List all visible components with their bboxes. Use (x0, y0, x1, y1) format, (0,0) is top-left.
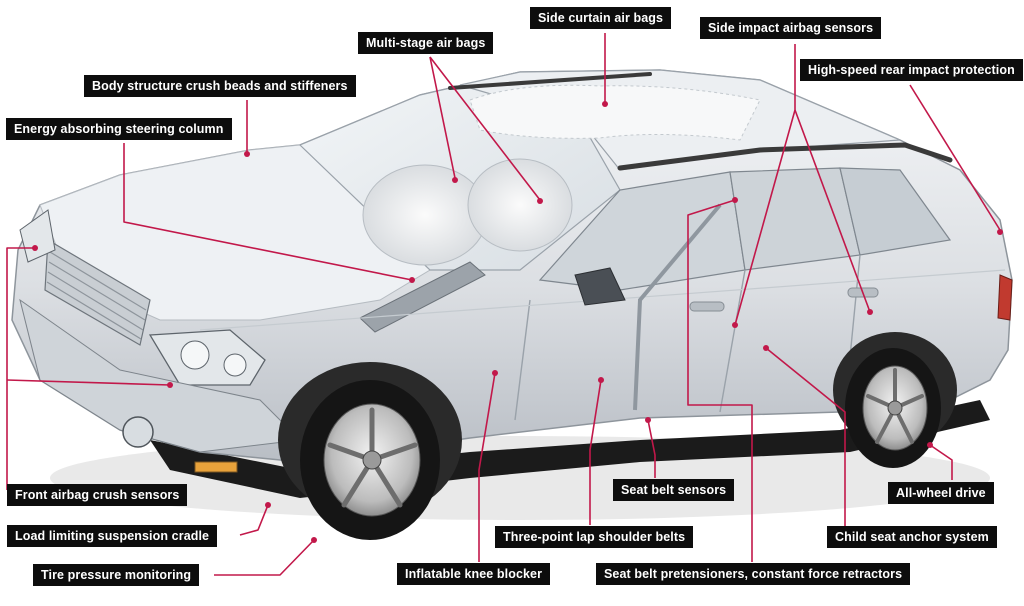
rear-hub (887, 400, 903, 416)
label-child-seat-anchor: Child seat anchor system (827, 526, 997, 548)
leader-suspension (239, 504, 269, 536)
rear-door-window (729, 167, 861, 271)
leader-child-seat (765, 347, 846, 526)
grille-slats (46, 251, 147, 340)
leader-steering (123, 143, 413, 281)
leader-awd (929, 444, 953, 480)
label-knee-blocker: Inflatable knee blocker (397, 563, 551, 585)
roof-rail (617, 142, 953, 171)
leader-side-impact-b (794, 109, 871, 313)
front-hub (362, 450, 382, 470)
driver-airbag (362, 164, 488, 266)
headlight-lens-b (223, 353, 247, 377)
label-all-wheel-drive: All-wheel drive (888, 482, 994, 504)
roof-rail-front (448, 72, 652, 90)
leader-pretensioners (687, 199, 753, 562)
side-mirror (574, 267, 626, 306)
seat-belt-strap (633, 203, 722, 411)
leader-front-sensors (6, 247, 35, 490)
curtain-airbag (469, 84, 761, 141)
leader-lines (6, 33, 1001, 576)
label-suspension-cradle: Load limiting suspension cradle (7, 525, 218, 547)
label-front-airbag-crush-sensors: Front airbag crush sensors (7, 484, 188, 506)
label-side-impact-airbag-sensors: Side impact airbag sensors (700, 17, 882, 39)
steering-column (359, 261, 486, 333)
door-seam-middle (719, 269, 746, 413)
fog-light (122, 416, 154, 448)
door-seam-front (514, 299, 531, 421)
front-door-handle (689, 301, 725, 312)
leader-knee-blocker (478, 372, 496, 562)
leader-rear-impact (909, 84, 1001, 231)
leader-multi-stage-b (429, 56, 541, 201)
passenger-airbag (467, 158, 573, 252)
front-bumper (19, 298, 302, 453)
label-seat-belt-sensors: Seat belt sensors (613, 479, 735, 501)
leader-seat-belt-sensors (647, 419, 656, 478)
leader-three-point (589, 379, 602, 525)
label-tire-pressure: Tire pressure monitoring (33, 564, 200, 586)
leader-front-sensors-b (6, 379, 171, 386)
label-body-structure: Body structure crush beads and stiffener… (84, 75, 356, 97)
label-steering-column: Energy absorbing steering column (6, 118, 232, 140)
leader-tire-pressure (214, 539, 315, 576)
label-multi-stage-air-bags: Multi-stage air bags (358, 32, 494, 54)
leader-arrowheads (32, 101, 1003, 543)
left-headlight (19, 209, 56, 263)
label-rear-impact-protection: High-speed rear impact protection (800, 59, 1023, 81)
quarter-window (839, 167, 952, 256)
leader-multi-stage-a (429, 56, 456, 179)
turn-signal (194, 461, 238, 473)
label-pretensioners: Seat belt pretensioners, constant force … (596, 563, 911, 585)
label-side-curtain-air-bags: Side curtain air bags (530, 7, 672, 29)
tail-light (997, 274, 1013, 321)
label-three-point-belts: Three-point lap shoulder belts (495, 526, 694, 548)
headlight-lens-a (180, 340, 210, 370)
